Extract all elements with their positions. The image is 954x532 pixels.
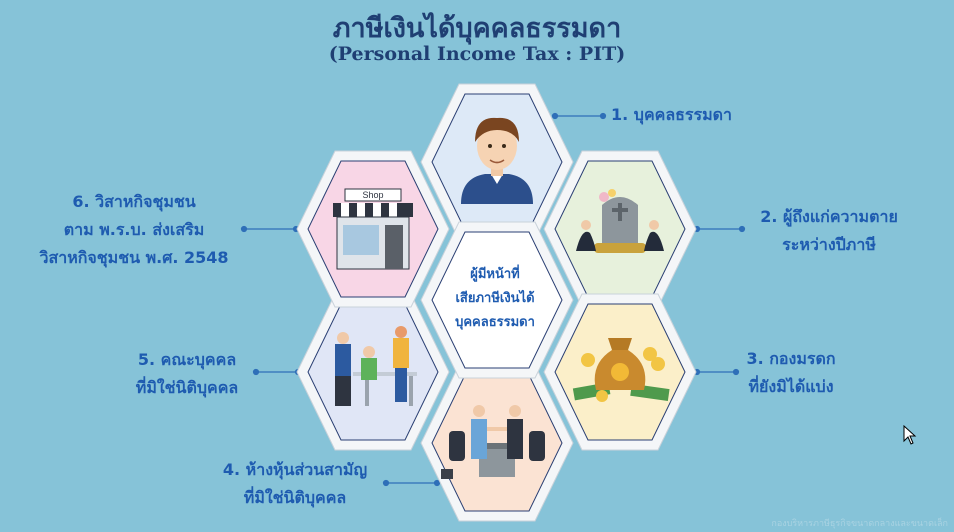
center-line-3: บุคคลธรรมดา [455,315,535,330]
label-item-6-line-3: วิสาหกิจชุมชน พ.ศ. 2548 [39,248,229,267]
page-subtitle: (Personal Income Tax : PIT) [328,43,626,65]
team-icon [335,326,417,406]
label-item-1: 1. บุคคลธรรมดา [611,101,732,129]
center-line-2: เสียภาษีเงินได้ [455,291,535,306]
footer-text: กองบริหารภาษีธุรกิจขนาดกลางและขนาดเล็ก [771,519,948,529]
label-item-1-line-1: 1. บุคคลธรรมดา [611,105,733,124]
label-item-5: 5. คณะบุคคล ที่มิใช่นิติบุคคล [112,346,262,402]
shop-icon: Shop [333,188,413,270]
label-item-2-line-2: ระหว่างปีภาษี [782,235,876,254]
label-item-6-line-2: ตาม พ.ร.บ. ส่งเสริม [63,220,205,239]
money-bag-icon [572,338,670,402]
grave-icon [576,189,664,253]
shop-sign-text: Shop [362,190,383,200]
page-title: ภาษีเงินได้บุคคลธรรมดา [332,13,622,44]
center-line-1: ผู้มีหน้าที่ [470,267,520,282]
label-item-3: 3. กองมรดก ที่ยังมิได้แบ่ง [726,345,856,401]
center-text: ผู้มีหน้าที่ เสียภาษีเงินได้ บุคคลธรรมดา [430,263,560,335]
label-item-6-line-1: 6. วิสาหกิจชุมชน [72,192,196,211]
label-item-6: 6. วิสาหกิจชุมชน ตาม พ.ร.บ. ส่งเสริม วิส… [10,188,258,272]
label-item-4-line-2: ที่มิใช่นิติบุคคล [243,488,347,507]
label-item-4: 4. ห้างหุ้นส่วนสามัญ ที่มิใช่นิติบุคคล [205,456,385,512]
label-item-2-line-1: 2. ผู้ถึงแก่ความตาย [760,207,898,226]
label-item-3-line-1: 3. กองมรดก [746,349,836,368]
hex-center [420,221,574,379]
mouse-cursor-icon [903,425,917,445]
label-item-2: 2. ผู้ถึงแก่ความตาย ระหว่างปีภาษี [744,203,914,259]
handshake-icon [441,405,545,479]
person-icon [461,117,533,204]
label-item-4-line-1: 4. ห้างหุ้นส่วนสามัญ [222,460,368,479]
label-item-5-line-1: 5. คณะบุคคล [137,350,237,369]
label-item-5-line-2: ที่มิใช่นิติบุคคล [135,378,239,397]
label-item-3-line-2: ที่ยังมิได้แบ่ง [748,377,834,396]
